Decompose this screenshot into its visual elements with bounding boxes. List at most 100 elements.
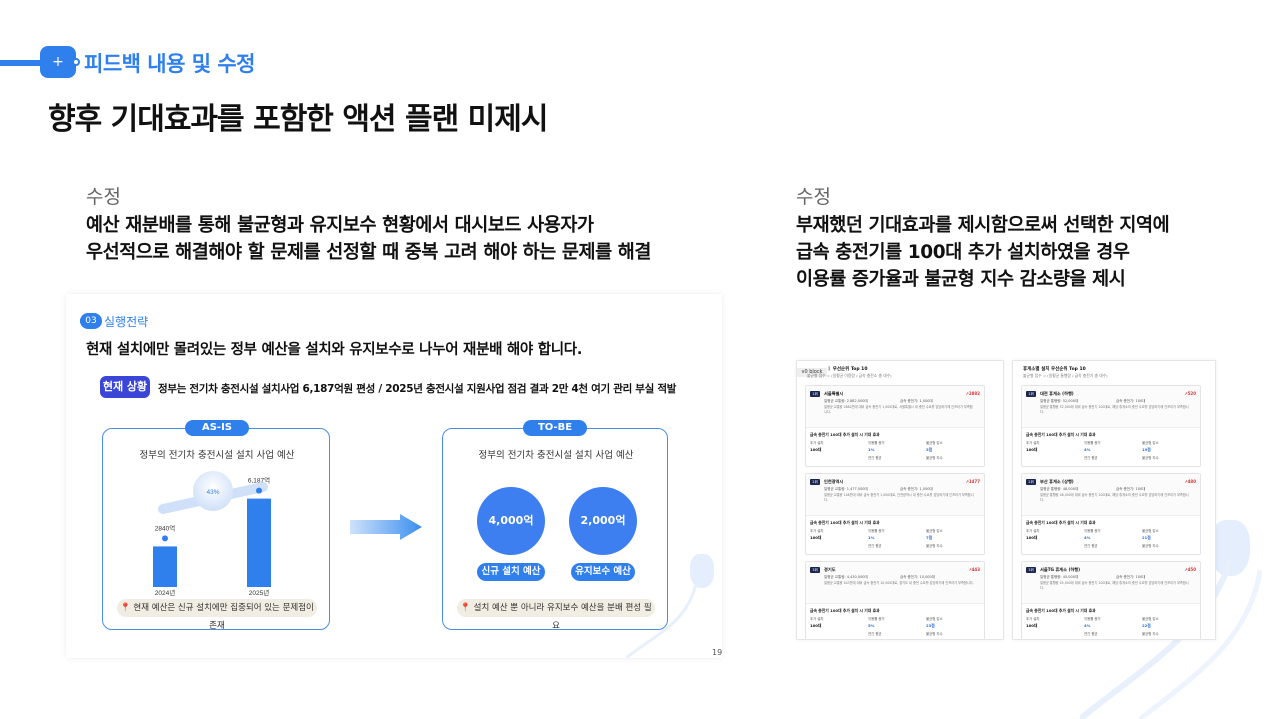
card-chargers: 급속 충전기: 100대: [1116, 487, 1146, 491]
card-description: 일평균 교통량 148만대 대비 급속 충전기 1,000대로, 인천광역시 내…: [824, 493, 974, 502]
tobe-note: 📍 설치 예산 뿐 아니라 유지보수 예산을 분배 편성 필요: [457, 599, 655, 631]
dashboard-title: ㅣ 우선순위 Top 10: [827, 367, 868, 372]
card-description: 일평균 통행량 45,000대 대비 급속 충전기 100대로, 해당 휴게소의…: [1040, 581, 1189, 590]
col-usage-label: 이용률 증가: [868, 441, 885, 445]
pin-icon: 📍: [460, 603, 471, 613]
dashboard-subtitle: 불균형 점수 = (일평균 이용량 / 급속 충전소 총 대수): [807, 373, 892, 378]
asis-tab: AS-IS: [185, 420, 249, 436]
rank-badge: 1위: [810, 391, 820, 397]
card-effect-title: 급속 충전기 100대 추가 설치 시 기대 효과: [1026, 608, 1096, 613]
card-summary: [806, 474, 984, 516]
imbalance-value: 3점: [926, 447, 933, 452]
imbalance-footnote: 불균형 지수: [1142, 456, 1159, 460]
col-install-label: 추가 설치: [810, 617, 824, 621]
col-install-label: 추가 설치: [1026, 529, 1040, 533]
growth-label: 43%: [206, 489, 219, 496]
right-desc-line1: 부재했던 기대효과를 제시함으로써 선택한 지역에: [796, 215, 1170, 236]
col-usage-label: 이용률 증가: [1084, 529, 1101, 533]
card-chargers: 급속 충전기: 1,000대: [900, 487, 933, 491]
install-value: 100대: [810, 447, 822, 452]
rank-badge: 3위: [1026, 567, 1036, 573]
usage-value: 1%: [868, 535, 875, 540]
card-description: 일평균 통행량 48,000대 대비 급속 충전기 100대로, 해당 휴게소의…: [1040, 493, 1189, 502]
usage-footnote: 연간 평균: [1084, 456, 1098, 460]
card-name: 인천광역시: [824, 479, 844, 484]
usage-value: 4%: [1084, 447, 1091, 452]
card-traffic: 일평균 통행량: 45,000대: [1040, 575, 1079, 579]
growth-bubble: [193, 471, 233, 511]
cable-decoration: [1080, 560, 1263, 719]
bar-category-label: 2025년: [249, 588, 269, 597]
usage-footnote: 연간 평균: [1084, 632, 1098, 636]
bar-value-label: 6,187억: [248, 477, 270, 485]
slide-section-title: 실행전략: [104, 315, 149, 329]
col-usage-label: 이용률 증가: [868, 529, 885, 533]
arrow-right-icon: [350, 514, 422, 540]
col-install-label: 추가 설치: [1026, 441, 1040, 445]
usage-value: 5%: [868, 623, 875, 628]
usage-value: 4%: [1084, 623, 1091, 628]
asis-note-text: 현재 예산은 신규 설치에만 집중되어 있는 문제점이 존재: [133, 603, 314, 631]
pin-icon: 📍: [120, 603, 131, 613]
header-accent-bar: [0, 60, 48, 66]
bar-category-label: 2024년: [155, 588, 175, 597]
card-description: 일평균 통행량 52,000대 대비 급속 충전기 100대로, 해당 휴게소의…: [1040, 405, 1189, 414]
card-delta: ↗450: [1184, 567, 1196, 572]
card-delta: ↗480: [1184, 479, 1196, 484]
rank-badge: 2위: [810, 479, 820, 485]
card-delta: ↗520: [1184, 391, 1196, 396]
slide-thumbnail: 03 실행전략 현재 설치에만 몰려있는 정부 예산을 설치와 유지보수로 나누…: [66, 294, 722, 658]
imbalance-value: 23점: [926, 623, 935, 628]
card-effect-title: 급속 충전기 100대 추가 설치 시 기대 효과: [1026, 520, 1096, 525]
col-imbalance-label: 불균형 감소: [1142, 617, 1159, 621]
dashboard-title: 휴게소별 설치 우선순위 Top 10: [1023, 367, 1086, 372]
install-value: 100대: [810, 623, 822, 628]
col-usage-label: 이용률 증가: [1084, 617, 1101, 621]
tobe-note-text: 설치 예산 뿐 아니라 유지보수 예산을 분배 편성 필요: [473, 603, 652, 631]
status-text: 정부는 전기차 충전시설 설치사업 6,187억원 편성 / 2025년 충전시…: [158, 383, 677, 395]
right-description: 부재했던 기대효과를 제시함으로써 선택한 지역에 급속 충전기를 100대 추…: [796, 212, 1170, 293]
restarea-priority-dashboard: 휴게소별 설치 우선순위 Top 10 불균형 점수 = (일평균 통행량 / …: [1012, 360, 1216, 640]
right-desc-line2: 급속 충전기를 100대 추가 설치하였을 경우: [796, 242, 1130, 263]
col-usage-label: 이용률 증가: [868, 617, 885, 621]
card-chargers: 급속 충전기: 100대: [1116, 399, 1146, 403]
install-value: 100대: [1026, 535, 1038, 540]
card-description: 일평균 교통량 443만대 대비 급속 충전기 10,000대로, 경기도 내 …: [824, 581, 974, 585]
col-install-label: 추가 설치: [810, 529, 824, 533]
card-traffic: 일평균 교통량: 1,477,000대: [824, 487, 868, 491]
col-imbalance-label: 불균형 감소: [1142, 441, 1159, 445]
col-usage-label: 이용률 증가: [1084, 441, 1101, 445]
bar-2024년: [153, 546, 177, 587]
imbalance-footnote: 불균형 지수: [1142, 632, 1159, 636]
card-effect-title: 급속 충전기 100대 추가 설치 시 기대 효과: [810, 520, 880, 525]
imbalance-footnote: 불균형 지수: [1142, 544, 1159, 548]
card-name: 경기도: [824, 567, 836, 572]
card-name: 서울TG 휴게소 (하행): [1040, 567, 1081, 572]
bar-2025년: [247, 498, 271, 587]
bar-marker: [162, 535, 168, 542]
install-value: 100대: [1026, 623, 1038, 628]
card-traffic: 일평균 통행량: 52,000대: [1040, 399, 1079, 403]
new-install-chip: 신규 설치 예산: [477, 563, 545, 581]
left-desc-line1: 예산 재분배를 통해 불균형과 유지보수 현황에서 대시보드 사용자가: [86, 215, 594, 236]
rank-badge: 2위: [1026, 479, 1036, 485]
card-name: 대전 휴게소 (하행): [1040, 391, 1074, 396]
left-desc-line2: 우선적으로 해결해야 할 문제를 선정할 때 중복 고려 해야 하는 문제를 해…: [86, 242, 652, 263]
maintenance-chip: 유지보수 예산: [571, 563, 635, 581]
plus-icon: +: [40, 46, 76, 78]
card-effect-title: 급속 충전기 100대 추가 설치 시 기대 효과: [1026, 432, 1096, 437]
usage-footnote: 연간 평균: [1084, 544, 1098, 548]
imbalance-value: 22점: [1142, 623, 1151, 628]
usage-footnote: 연간 평균: [868, 632, 882, 636]
card-traffic: 일평균 교통량: 2,882,000대: [824, 399, 868, 403]
slide-headline: 현재 설치에만 몰려있는 정부 예산을 설치와 유지보수로 나누어 재분배 해야…: [86, 342, 583, 358]
usage-footnote: 연간 평균: [868, 544, 882, 548]
imbalance-value: 19점: [1142, 447, 1151, 452]
tobe-tab: TO-BE: [523, 420, 587, 436]
card-delta: ↗2882: [965, 391, 980, 396]
slide-section-number: 03: [80, 313, 102, 329]
